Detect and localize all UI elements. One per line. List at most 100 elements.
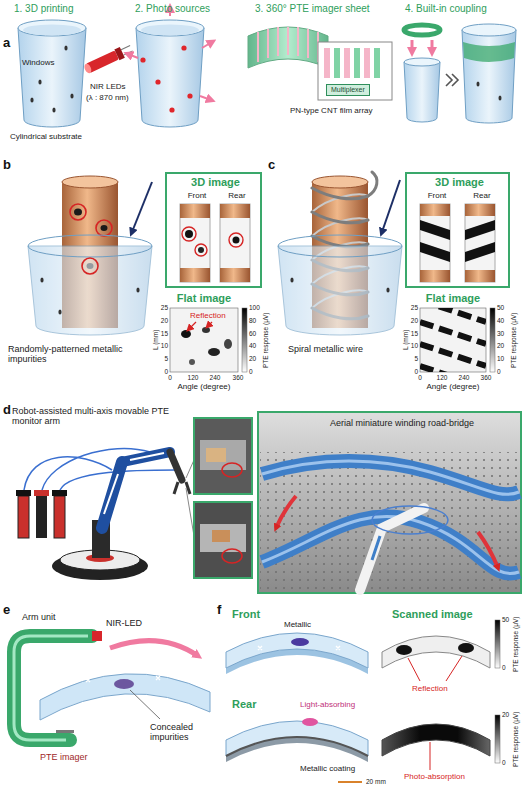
3d-image-columns [420, 220, 450, 262]
section-heading: Flat image [426, 292, 480, 305]
photo-inset [194, 502, 252, 578]
annotation-label: Windows [22, 58, 54, 67]
photo-inset [222, 549, 242, 563]
pte-imager-sheet [248, 27, 392, 100]
annotation-label: Randomly-patterned metallic impurities [8, 344, 158, 365]
tick-label: 50 [502, 616, 509, 623]
flat-image-heatmap [170, 308, 238, 372]
flat-image-heatmap [189, 359, 195, 365]
annotation-label: Front [428, 191, 447, 200]
callout-label: Photo-absorption [404, 772, 465, 781]
cylinder-with-leds [181, 45, 186, 50]
3d-image-columns [180, 268, 210, 282]
annotation-label: Front [188, 191, 207, 200]
tick-label: 100 [249, 304, 260, 311]
photo-inset [200, 524, 246, 552]
photo-inset [194, 418, 252, 494]
annotation-label: Aerial miniature winding road-bridge [330, 418, 475, 428]
tick-label: 15 [411, 330, 418, 337]
cylinder-substrate [70, 93, 73, 98]
rear-slab [226, 718, 368, 762]
scale-bar [338, 781, 362, 783]
cylinder-with-spiral-wire [386, 287, 389, 292]
built-in-coupling [404, 62, 440, 122]
cylinder-with-leds [128, 8, 212, 127]
road-bridge-photo [372, 536, 380, 560]
annotation-label: Spiral metallic wire [288, 344, 363, 354]
section-heading: Flat image [177, 292, 231, 305]
tick-label: 0 [168, 374, 172, 381]
built-in-coupling [431, 40, 434, 52]
flat-image-heatmap [420, 308, 486, 372]
tick-label: 25 [411, 304, 418, 311]
front-scanned-image [382, 620, 500, 681]
annotation-label: (λ : 870 nm) [86, 93, 129, 102]
pte-imager-sheet [258, 27, 318, 62]
tick-label: 0 [249, 368, 253, 375]
robot-arm [16, 448, 194, 580]
cylinder-with-impurities [96, 220, 112, 236]
panel-letter: f [217, 603, 221, 618]
cylinder-substrate [52, 107, 55, 112]
pte-imager-sheet [374, 48, 380, 78]
tick-label: 15 [161, 330, 168, 337]
built-in-coupling [411, 40, 414, 52]
part-label: PTE imager [40, 752, 88, 762]
node-label: Multiplexer [331, 86, 365, 94]
robot-arm [186, 460, 194, 478]
callout-label: Light-absorbing [300, 700, 355, 709]
photo-inset [194, 418, 252, 578]
robot-arm [186, 488, 194, 536]
cylinder-with-leds [128, 54, 138, 58]
cylinder-with-spiral-wire [278, 246, 402, 335]
3d-image-columns [465, 204, 495, 216]
front-slab [226, 633, 368, 668]
cylinder-with-leds [155, 79, 160, 84]
cylinder-with-spiral-wire [278, 172, 402, 335]
robot-arm [18, 496, 29, 538]
step-heading: 1. 3D printing [14, 3, 73, 15]
tick-label: 0 [414, 368, 418, 375]
rear-scanned-image [382, 724, 490, 756]
tick-label: 20 [411, 317, 418, 324]
cylinder-substrate [23, 25, 81, 36]
nir-led [83, 63, 93, 75]
section-heading: 3D image [435, 176, 484, 189]
annotation-label: NIR-LED [106, 618, 142, 628]
annotation-label: Arm unit [22, 612, 56, 622]
section-heading: Rear [232, 698, 256, 711]
annotation-label: Rear [473, 191, 490, 200]
built-in-coupling [446, 74, 458, 86]
built-in-coupling [499, 96, 502, 101]
pte-imager-sheet [354, 48, 360, 78]
concealed-slab [130, 690, 160, 719]
tick-label: 25 [161, 304, 168, 311]
concealed-slab [110, 641, 198, 656]
tick-label: 10 [411, 342, 418, 349]
3d-image-columns [180, 204, 250, 282]
cylinder-substrate [18, 20, 86, 36]
built-in-coupling [404, 58, 440, 66]
built-in-coupling [462, 30, 516, 123]
robot-arm [52, 490, 67, 496]
panel-letter: b [3, 158, 11, 173]
road-bridge-photo [360, 508, 424, 590]
flat-image-heatmap [189, 322, 196, 329]
annotation-label: Metallic [284, 620, 311, 629]
cylinder-with-leds [187, 93, 192, 98]
front-slab [226, 633, 368, 674]
cylinder-with-impurities [62, 176, 118, 188]
built-in-coupling [477, 82, 480, 87]
front-slab [258, 646, 340, 650]
tick-label: 0 [502, 664, 506, 671]
robot-arm [16, 490, 31, 496]
step-heading: 4. Built-in coupling [405, 3, 487, 15]
tick-label: 0 [502, 759, 506, 766]
cylinder-with-spiral-wire [278, 235, 402, 257]
robot-arm [24, 448, 176, 490]
tick-label: 10 [161, 342, 168, 349]
tick-label: 20 [502, 711, 509, 718]
concealed-slab [86, 676, 160, 682]
flat-image-heatmap [208, 322, 212, 326]
3d-image-columns [420, 204, 450, 216]
